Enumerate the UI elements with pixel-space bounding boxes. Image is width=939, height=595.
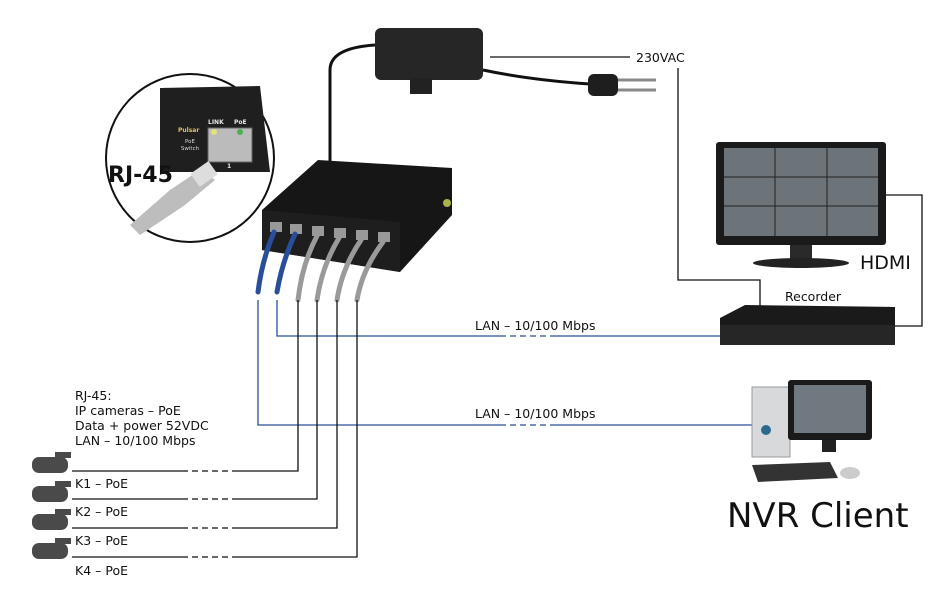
poe-led-label: PoE xyxy=(234,119,247,126)
poe-cable-k2 xyxy=(314,235,342,303)
lan-client-label: LAN – 10/100 Mbps xyxy=(475,406,596,421)
lan-wire-recorder xyxy=(276,300,500,337)
camera-label-k4: K4 – PoE xyxy=(75,563,128,578)
camera-icon-k4 xyxy=(32,538,71,559)
uplink-cable-recorder xyxy=(274,231,298,295)
camera-label-k3: K3 – PoE xyxy=(75,533,128,548)
camera-label-k2: K2 – PoE xyxy=(75,504,128,519)
power-label: 230VAC xyxy=(636,50,685,65)
hdmi-label: HDMI xyxy=(860,252,911,274)
camera-icons xyxy=(32,452,71,559)
camera-icon-k1 xyxy=(32,452,71,473)
hdmi-wire xyxy=(886,194,923,327)
poe-switch xyxy=(262,160,452,272)
rj45-callout-label: RJ-45 xyxy=(108,163,173,188)
port-number-label: 1 xyxy=(227,163,232,170)
power-adapter xyxy=(328,28,761,306)
nvr-client-pc xyxy=(751,380,872,482)
poe-cable-k1 xyxy=(295,233,320,303)
camera-icon-k2 xyxy=(32,481,71,502)
legend-line: Data + power 52VDC xyxy=(75,418,209,433)
link-led-label: LINK xyxy=(208,119,224,126)
legend-line: IP cameras – PoE xyxy=(75,403,181,418)
legend-line: RJ-45: xyxy=(75,388,112,403)
lan-recorder-label: LAN – 10/100 Mbps xyxy=(475,318,596,333)
legend-line: LAN – 10/100 Mbps xyxy=(75,433,196,448)
camera-label-k1: K1 – PoE xyxy=(75,476,128,491)
switch-model-text: PoE Switch xyxy=(180,139,200,152)
recorder-label: Recorder xyxy=(785,289,842,304)
poe-cable-k3 xyxy=(334,237,364,303)
uplink-cable-client xyxy=(255,229,277,295)
camera-icon-k3 xyxy=(32,509,71,530)
recorder-device xyxy=(720,305,895,345)
rj45-callout xyxy=(105,73,275,243)
monitor xyxy=(716,142,886,268)
brand-logo-text: Pulsar xyxy=(178,127,200,134)
lan-wire-client xyxy=(257,300,500,426)
nvr-client-label: NVR Client xyxy=(727,496,909,536)
poe-cable-k4 xyxy=(354,239,386,303)
plug-icon xyxy=(588,74,618,96)
